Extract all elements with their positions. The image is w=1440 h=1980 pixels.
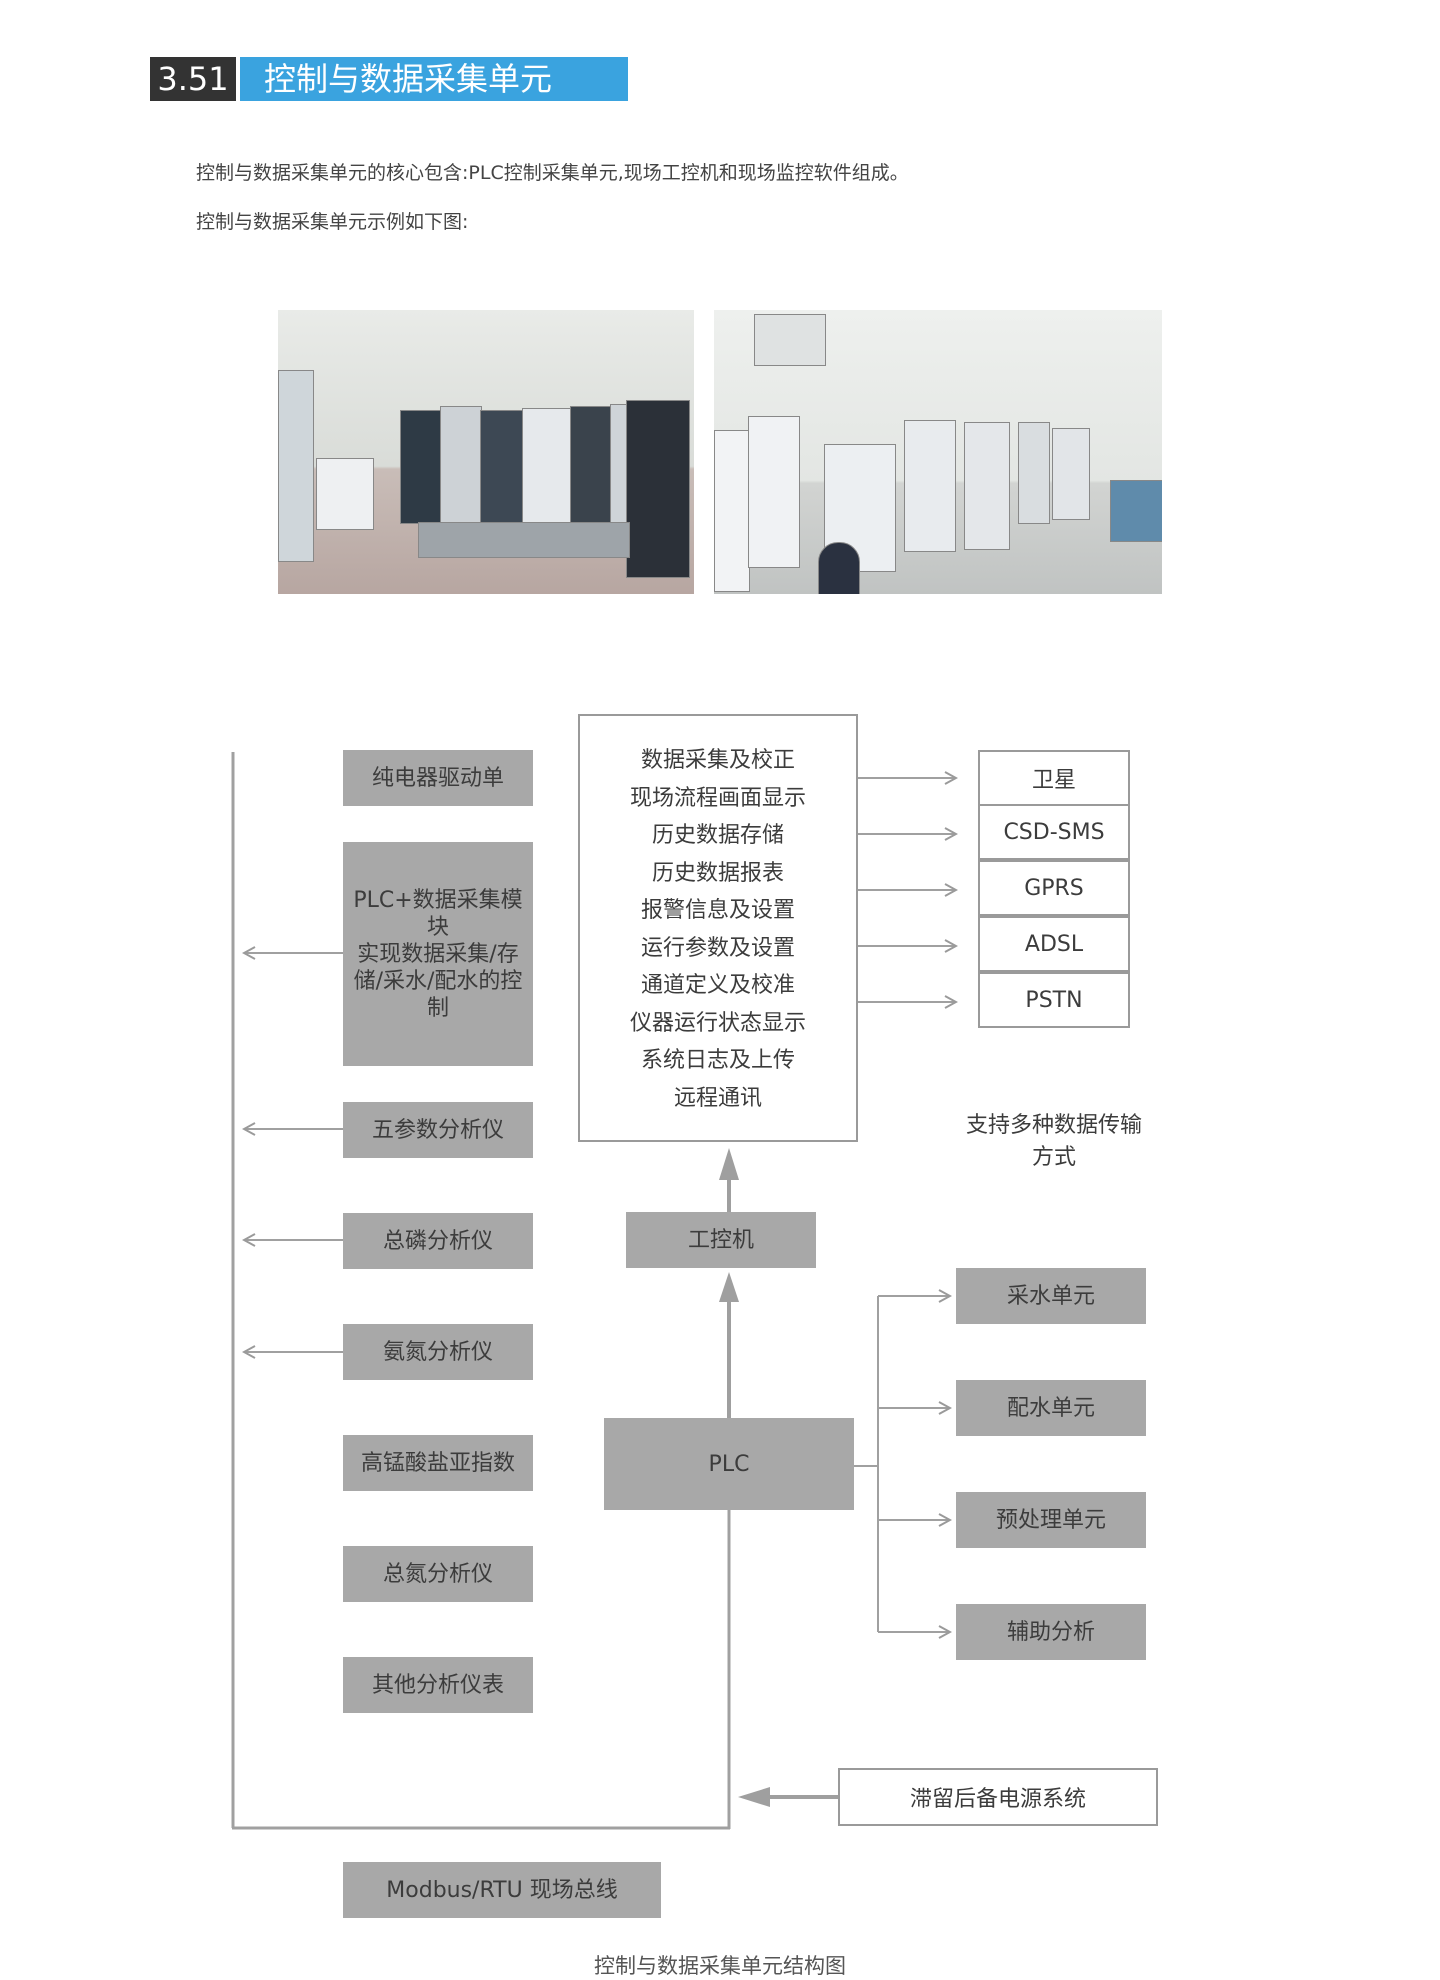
section-number: 3.51 bbox=[150, 57, 236, 101]
unit-pretreatment: 预处理单元 bbox=[956, 1492, 1146, 1548]
function-item: 报警信息及设置 bbox=[640, 898, 795, 923]
module-five-parameter-analyzer: 五参数分析仪 bbox=[343, 1102, 533, 1158]
module-other-analyzers: 其他分析仪表 bbox=[343, 1657, 533, 1713]
transmission-adsl: ADSL bbox=[978, 916, 1130, 972]
transmission-csd-sms: CSD-SMS bbox=[978, 804, 1130, 860]
module-plc-acquisition: PLC+数据采集模块 实现数据采集/存储/采水/配水的控制 bbox=[343, 842, 533, 1066]
transmission-pstn: PSTN bbox=[978, 972, 1130, 1028]
module-permanganate-index: 高锰酸盐亚指数 bbox=[343, 1435, 533, 1491]
transmission-gprs: GPRS bbox=[978, 860, 1130, 916]
diagram-caption: 控制与数据采集单元结构图 bbox=[594, 1954, 846, 1978]
industrial-pc-box: 工控机 bbox=[626, 1212, 816, 1268]
function-item: 远程通讯 bbox=[673, 1085, 762, 1111]
function-item: 历史数据报表 bbox=[651, 860, 784, 886]
function-item: 数据采集及校正 bbox=[640, 748, 795, 773]
modbus-fieldbus-box: Modbus/RTU 现场总线 bbox=[343, 1862, 661, 1918]
intro-paragraph: 控制与数据采集单元的核心包含:PLC控制采集单元,现场工控机和现场监控软件组成。 bbox=[196, 162, 909, 184]
unit-auxiliary-analysis: 辅助分析 bbox=[956, 1604, 1146, 1660]
section-title: 控制与数据采集单元 bbox=[240, 57, 628, 101]
backup-power-box: 滞留后备电源系统 bbox=[838, 1768, 1158, 1826]
function-item: 运行参数及设置 bbox=[640, 935, 795, 961]
module-relay-driver: 纯电器驱动单 bbox=[343, 750, 533, 806]
function-item: 现场流程画面显示 bbox=[629, 785, 806, 811]
module-total-nitrogen-analyzer: 总氮分析仪 bbox=[343, 1546, 533, 1602]
unit-water-distribution: 配水单元 bbox=[956, 1380, 1146, 1436]
function-item: 历史数据存储 bbox=[651, 823, 784, 848]
function-item: 通道定义及校准 bbox=[640, 973, 795, 998]
transmission-satellite: 卫星 bbox=[978, 750, 1130, 806]
plc-box: PLC bbox=[604, 1418, 854, 1510]
module-ammonia-nitrogen-analyzer: 氨氮分析仪 bbox=[343, 1324, 533, 1380]
function-item: 系统日志及上传 bbox=[640, 1048, 795, 1073]
transmission-note: 支持多种数据传输方式 bbox=[965, 1113, 1142, 1170]
equipment-photo-left bbox=[278, 310, 694, 594]
software-functions-box: 数据采集及校正 现场流程画面显示 历史数据存储 历史数据报表 报警信息及设置 运… bbox=[578, 714, 858, 1142]
module-total-phosphorus-analyzer: 总磷分析仪 bbox=[343, 1213, 533, 1269]
unit-water-sampling: 采水单元 bbox=[956, 1268, 1146, 1324]
intro-example-text: 控制与数据采集单元示例如下图: bbox=[196, 211, 469, 233]
equipment-photo-right bbox=[714, 310, 1162, 594]
function-item: 仪器运行状态显示 bbox=[629, 1010, 806, 1036]
